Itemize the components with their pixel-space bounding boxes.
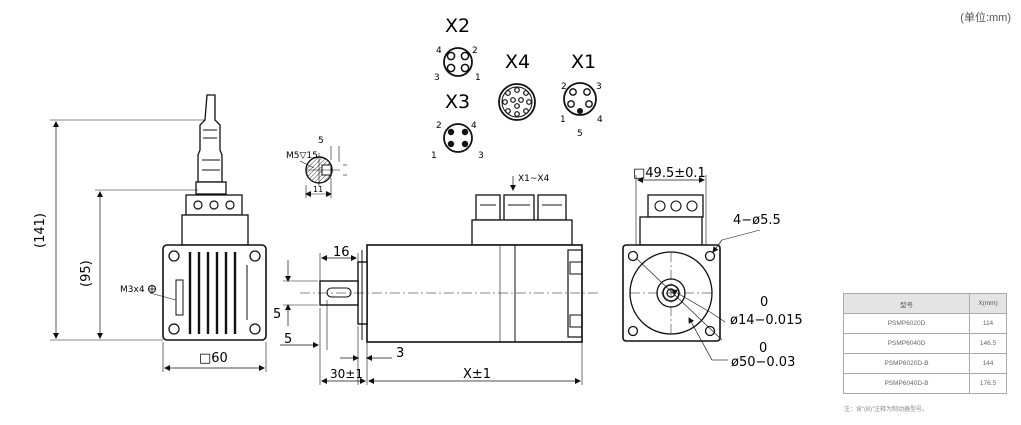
table-row: PSMP6020D-B 144 — [843, 353, 1007, 374]
col-x-header: X(mm) — [969, 293, 1007, 314]
x2-pin-1: 1 — [475, 73, 481, 83]
x1-pin-4: 4 — [597, 115, 603, 125]
dim-pilot-dia-upper: 0 — [759, 341, 767, 356]
unit-label: (单位:mm) — [960, 12, 1011, 24]
spec-table: 型号 X(mm) PSMP6020D 114 PSMP6040D 146.5 P… — [843, 293, 1007, 394]
model-cell: PSMP6020D — [843, 313, 970, 334]
x3-pin-1: 1 — [431, 151, 437, 161]
table-row: PSMP6020D 114 — [843, 313, 1007, 334]
motor-front-view — [280, 176, 600, 385]
connector-x2: X2 4 2 3 1 — [434, 15, 481, 83]
x3-pin-3: 3 — [478, 151, 484, 161]
dim-flange-thickness: 3 — [396, 346, 404, 361]
motor-side-view — [50, 94, 267, 372]
keyway-dim-bottom: 11 — [313, 185, 323, 194]
connector-x1: X1 2 3 1 4 5 — [560, 51, 603, 139]
x1-pin-2: 2 — [561, 82, 567, 92]
model-cell: PSMP6040D — [843, 333, 970, 354]
keyway-dim-top: 5 — [318, 136, 324, 146]
model-cell: PSMP6020D-B — [843, 353, 970, 374]
dim-holes: 4−ø5.5 — [733, 213, 781, 228]
x3-pin-2: 2 — [436, 121, 442, 131]
x3-pin-4: 4 — [471, 121, 477, 131]
dim-shaft-total: 30±1 — [330, 367, 363, 381]
dim-body-length: X±1 — [463, 367, 491, 382]
dim-shaft-length: 16 — [333, 245, 350, 260]
keyway-thread-label: M5▽15 — [286, 151, 318, 161]
dim-shaft-dia: ø14−0.015 — [730, 313, 803, 328]
keyway-detail — [299, 146, 347, 198]
col-model-header: 型号 — [843, 293, 970, 314]
connector-callout: X1~X4 — [518, 174, 550, 184]
connector-x4: X4 — [498, 51, 536, 121]
table-row: PSMP6040D-B 176.5 — [843, 373, 1007, 394]
x1-pin-5: 5 — [577, 129, 583, 139]
dim-height-total: (141) — [33, 213, 48, 248]
x-value-cell: 146.5 — [969, 333, 1007, 354]
motor-end-view — [622, 175, 761, 361]
x2-pin-4: 4 — [436, 46, 442, 56]
connector-x3-title: X3 — [445, 91, 470, 113]
table-row: PSMP6040D 146.5 — [843, 333, 1007, 354]
connector-x4-title: X4 — [505, 51, 530, 73]
spec-table-header: 型号 X(mm) — [843, 293, 1007, 314]
model-cell: PSMP6040D-B — [843, 373, 970, 394]
x2-pin-3: 3 — [434, 73, 440, 83]
dim-shaft-dia-upper: 0 — [760, 295, 768, 310]
x1-pin-1: 1 — [560, 115, 566, 125]
dim-pilot-dia: ø50−0.03 — [731, 355, 795, 370]
x2-pin-2: 2 — [472, 46, 478, 56]
connector-x3: X3 2 4 1 3 — [431, 91, 484, 161]
dim-key-offset: 5 — [284, 332, 292, 347]
x1-pin-3: 3 — [596, 82, 602, 92]
dim-square-side: □60 — [199, 351, 228, 366]
dim-key-width: 5 — [273, 307, 281, 322]
table-note: 注：含“(B)”注释为制动器型号。 — [844, 407, 928, 413]
dim-height-body: (95) — [79, 260, 94, 287]
x-value-cell: 144 — [969, 353, 1007, 374]
connector-x2-title: X2 — [445, 15, 470, 37]
dim-thread: M3x4 — [120, 285, 145, 295]
x-value-cell: 176.5 — [969, 373, 1007, 394]
x-value-cell: 114 — [969, 313, 1007, 334]
dim-flange-square: □49.5±0.1 — [633, 166, 706, 181]
connector-x1-title: X1 — [571, 51, 596, 73]
